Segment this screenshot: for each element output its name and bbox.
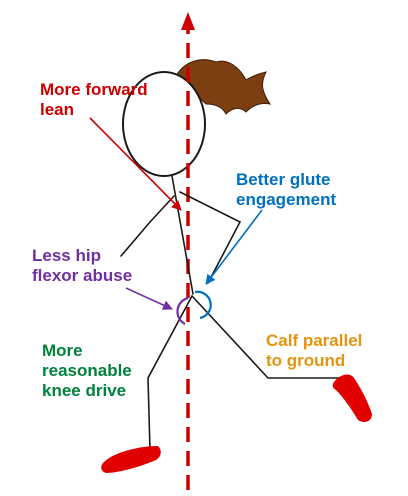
runner-front-arm [179, 191, 242, 284]
front-shoe-icon [101, 446, 161, 473]
forward-lean-label: More forward lean [40, 80, 148, 119]
runner-head [122, 71, 206, 177]
glute-angle-arc [194, 290, 212, 320]
back-shoe-icon [332, 374, 372, 422]
runner-back-leg [191, 295, 343, 379]
runner-back-arm [120, 195, 175, 257]
glute-pointer-arrow [205, 209, 263, 285]
hip-pointer-arrow [125, 287, 173, 310]
stick-figure-runner-icon [120, 175, 343, 451]
runner-front-leg [147, 295, 193, 451]
calf-parallel-label: Calf parallel to ground [266, 331, 363, 370]
glute-engagement-label: Better glute engagement [236, 170, 337, 209]
lean-pointer-arrow [89, 117, 182, 211]
runner-torso [171, 175, 194, 295]
vertical-arrowhead-icon [181, 12, 195, 30]
hip-angle-arc [176, 296, 189, 325]
hip-flexor-label: Less hip flexor abuse [32, 246, 133, 285]
knee-drive-label: More reasonable knee drive [42, 341, 132, 400]
